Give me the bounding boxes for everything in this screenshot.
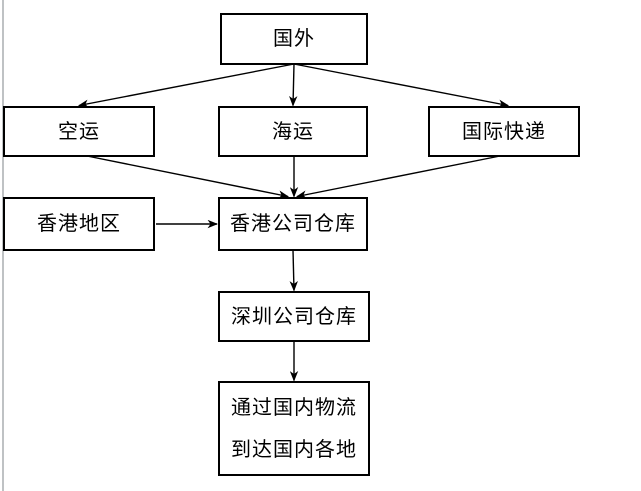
arrow-hk_warehouse-to-sz_warehouse [289, 249, 298, 292]
node-intl-express-label: 国际快递 [462, 120, 546, 143]
node-sea-freight-label: 海运 [272, 120, 314, 143]
node-hk-warehouse: 香港公司仓库 [218, 197, 368, 251]
node-domestic-delivery: 通过国内物流 到达国内各地 [218, 381, 370, 476]
node-air-freight: 空运 [3, 106, 155, 157]
arrow-overseas-to-intl_express [293, 63, 510, 108]
node-hk-warehouse-label: 香港公司仓库 [230, 213, 356, 235]
node-hongkong-area-label: 香港地区 [37, 213, 121, 235]
arrow-overseas-to-air_freight [77, 63, 295, 108]
node-domestic-delivery-line1: 通过国内物流 [231, 396, 357, 419]
node-sz-warehouse: 深圳公司仓库 [218, 291, 370, 342]
node-overseas: 国外 [220, 13, 368, 65]
node-intl-express: 国际快递 [428, 106, 580, 157]
arrow-intl_express-to-hk_warehouse [295, 155, 501, 199]
arrow-overseas-to-sea_freight [289, 63, 298, 107]
node-sea-freight: 海运 [218, 106, 368, 157]
node-air-freight-label: 空运 [58, 120, 100, 143]
node-hongkong-area: 香港地区 [3, 197, 155, 251]
node-sz-warehouse-label: 深圳公司仓库 [231, 305, 357, 328]
arrow-air_freight-to-hk_warehouse [86, 155, 290, 199]
node-overseas-label: 国外 [273, 28, 315, 50]
page-edge-line [2, 0, 4, 491]
node-domestic-delivery-line2: 到达国内各地 [231, 438, 357, 461]
